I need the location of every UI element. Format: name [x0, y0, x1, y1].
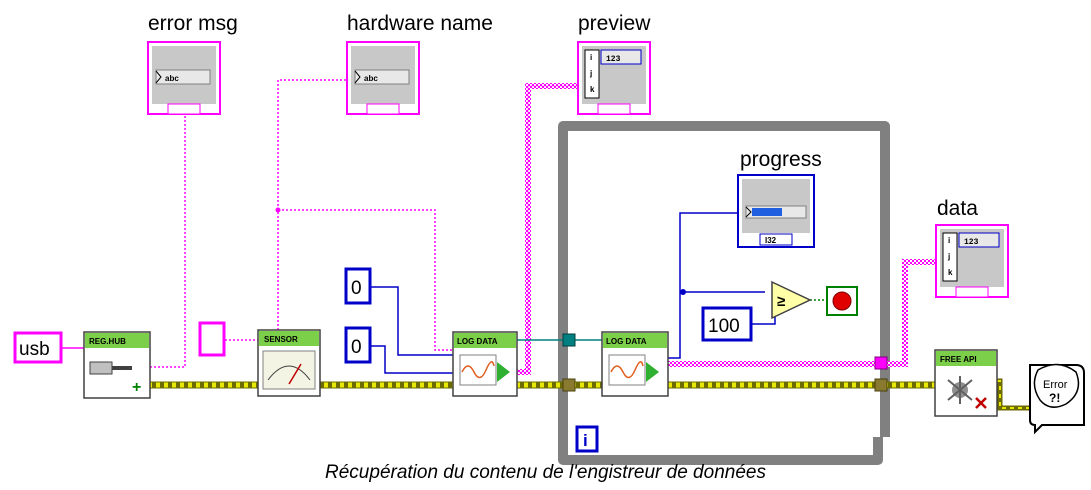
- error-wire-end: [997, 378, 1030, 411]
- svg-text:i: i: [583, 431, 588, 450]
- progress-fill: [752, 208, 782, 216]
- progress-wire: [668, 212, 740, 359]
- zero-a-wire: [370, 286, 453, 356]
- data-j: j: [947, 252, 950, 261]
- chart-icon-2: [610, 361, 644, 379]
- preview-wire: [517, 83, 580, 375]
- play-icon: [497, 362, 510, 382]
- refnum-tunnel: [562, 333, 576, 347]
- error-msg-type: abc: [165, 74, 179, 83]
- ge-icon: ≥: [777, 293, 785, 310]
- preview-indicator[interactable]: i j k 123: [577, 41, 651, 115]
- data-k: k: [948, 268, 953, 277]
- zero-b-wire: [370, 345, 453, 374]
- sensor-node[interactable]: SENSOR: [257, 329, 321, 397]
- zero-constant-a[interactable]: 0: [344, 267, 372, 305]
- zero-b-text: 0: [351, 337, 362, 358]
- error-wire-1: [149, 381, 261, 389]
- greater-equal-node[interactable]: ≥: [771, 280, 812, 320]
- zero-a-text: 0: [351, 278, 362, 299]
- data-i: i: [948, 236, 950, 245]
- error-tunnel-in: [562, 378, 576, 392]
- progress-type: I32: [765, 236, 777, 245]
- log-data-node-2[interactable]: LOG DATA: [601, 331, 669, 397]
- free-api-node[interactable]: FREE API: [934, 349, 998, 417]
- log-data-1-label: LOG DATA: [457, 337, 498, 346]
- data-indicator[interactable]: i j k 123: [935, 224, 1009, 298]
- hardware-name-type: abc: [364, 74, 378, 83]
- preview-type: 123: [606, 55, 621, 64]
- error-msg-indicator[interactable]: abc: [147, 41, 221, 115]
- reg-hub-label: REG.HUB: [89, 337, 126, 346]
- preview-i: i: [590, 53, 592, 62]
- log-data-2-label: LOG DATA: [606, 337, 647, 346]
- usb-constant[interactable]: usb: [13, 331, 63, 364]
- iteration-terminal: i: [575, 425, 599, 453]
- error-tunnel-out: [874, 378, 888, 392]
- hardware-name-indicator[interactable]: abc: [346, 41, 420, 115]
- delete-icon: [975, 397, 987, 409]
- svg-text:Error: Error: [1043, 379, 1068, 391]
- error-msg-wire: [150, 100, 186, 368]
- preview-k: k: [590, 85, 595, 94]
- figure-caption: Récupération du contenu de l'engistreur …: [325, 462, 766, 483]
- plus-icon: +: [132, 379, 141, 396]
- log-data-node-1[interactable]: LOG DATA: [452, 331, 518, 397]
- empty-string-constant[interactable]: [198, 321, 226, 357]
- data-type: 123: [964, 238, 979, 247]
- hardware-name-wire: [277, 79, 348, 330]
- chart-icon: [461, 361, 495, 379]
- data-tunnel: [874, 356, 888, 370]
- while-loop[interactable]: [558, 121, 890, 465]
- reg-hub-node[interactable]: REG.HUB +: [83, 331, 151, 399]
- simple-error-handler[interactable]: Error ?!: [1029, 363, 1085, 435]
- preview-j: j: [589, 69, 592, 78]
- sensor-label: SENSOR: [264, 335, 298, 344]
- hardware-name-branch-wire: [278, 209, 453, 351]
- zero-constant-b[interactable]: 0: [344, 326, 372, 364]
- stop-terminal[interactable]: [826, 286, 858, 316]
- hundred-constant[interactable]: 100: [701, 306, 753, 342]
- progress-indicator[interactable]: I32: [737, 174, 815, 248]
- error-msg-label: error msg: [148, 12, 238, 35]
- svg-text:?!: ?!: [1049, 391, 1060, 405]
- hundred-text: 100: [708, 316, 740, 337]
- speech-bubble-icon: [1033, 363, 1080, 408]
- hardware-name-label: hardware name: [347, 12, 493, 35]
- progress-label: progress: [740, 148, 822, 171]
- play-icon-2: [646, 362, 659, 382]
- gauge-icon: [288, 363, 302, 385]
- free-api-label: FREE API: [940, 355, 977, 364]
- preview-label: preview: [578, 12, 651, 35]
- usb-text: usb: [19, 339, 50, 360]
- stop-icon: [832, 291, 852, 311]
- data-label: data: [937, 197, 978, 220]
